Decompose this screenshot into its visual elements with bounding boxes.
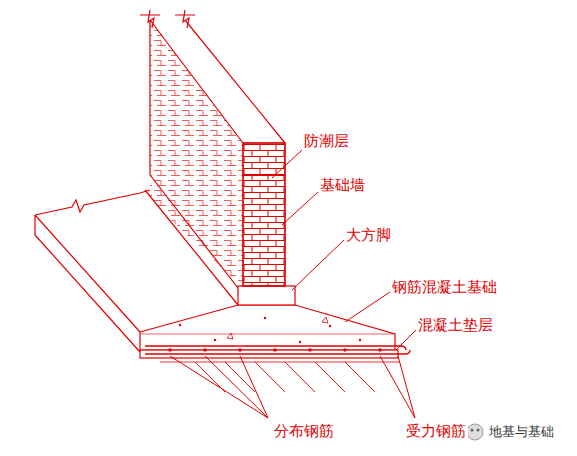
part-label: 受力钢筋 <box>404 422 468 440</box>
part-label: 钢筋混凝土基础 <box>390 278 499 296</box>
watermark: 地基与基础 <box>487 424 556 440</box>
wall-back-face <box>150 20 243 288</box>
leader-lines <box>170 150 416 418</box>
big-foot <box>238 286 295 305</box>
slab-break <box>35 190 150 215</box>
rc-footing <box>140 305 395 350</box>
part-label: 分布钢筋 <box>272 422 336 440</box>
distribution-rebar <box>168 348 382 352</box>
watermark-icon <box>467 424 483 440</box>
part-label: 混凝土垫层 <box>416 316 495 334</box>
drawing <box>35 10 416 418</box>
break-mark <box>140 10 160 28</box>
damp-proof-course <box>243 174 285 176</box>
part-label: 防潮层 <box>302 132 351 150</box>
part-label: 基础墙 <box>318 176 367 194</box>
part-label: 大方脚 <box>344 226 393 244</box>
concrete-dots <box>179 317 361 343</box>
aggregate <box>227 317 328 339</box>
soil-hatch <box>195 362 375 392</box>
main-rebar <box>145 346 405 354</box>
break-mark <box>175 10 195 28</box>
foundation-wall <box>243 143 285 286</box>
